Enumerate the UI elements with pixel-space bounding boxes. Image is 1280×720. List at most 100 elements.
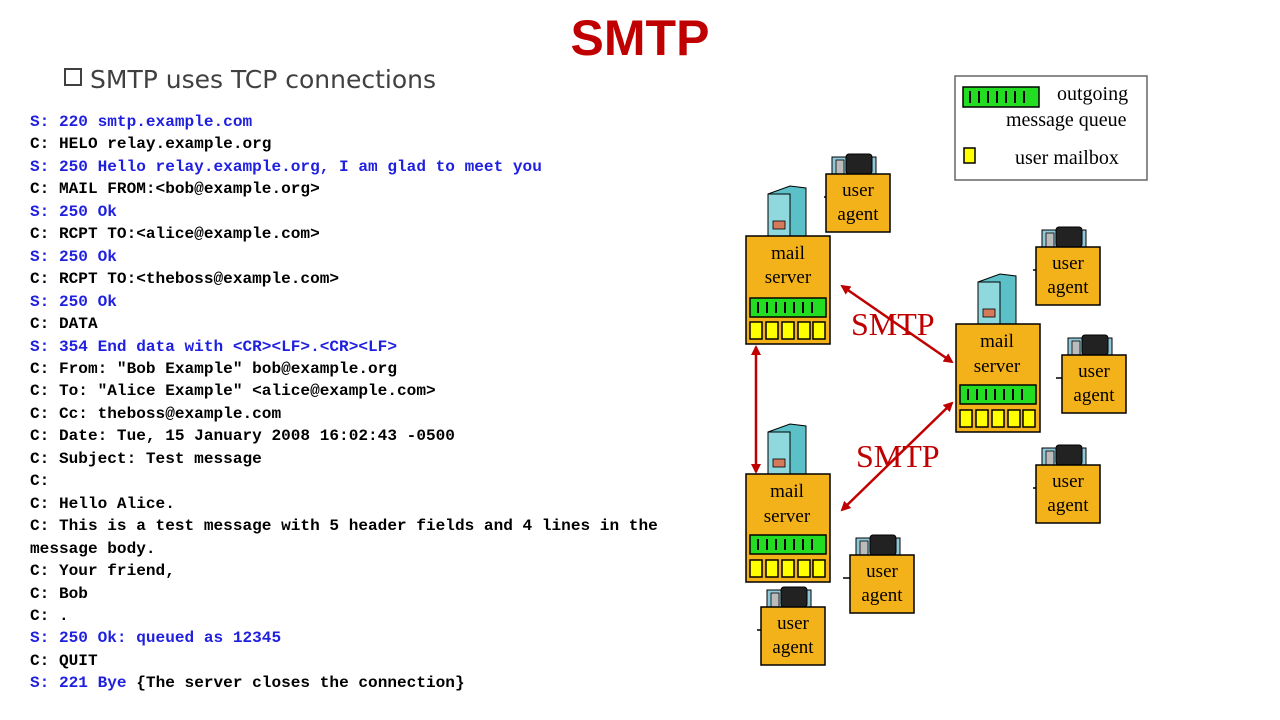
line-text: C: Date: Tue, 15 January 2008 16:02:43 -… [30, 427, 455, 446]
smtp-arrows [751, 196, 1062, 631]
user-agent-label: agent [1073, 385, 1115, 406]
mail-server-label-line1: mail [980, 331, 1014, 352]
legend-queue-icon [962, 86, 1040, 108]
line-text: S: 220 smtp.example.com [30, 113, 253, 131]
line-text: C: RCPT TO:<theboss@example.com> [30, 270, 340, 289]
server-computer-icon [767, 423, 807, 475]
user-agent-label: agent [837, 204, 879, 225]
user-agent-label: agent [1047, 277, 1089, 298]
line-text: C: DATA [30, 315, 98, 334]
user-agent-label: user [842, 180, 874, 201]
user-agent-label: user [1052, 253, 1084, 274]
line-text: C: RCPT TO:<alice@example.com> [30, 225, 320, 244]
computer-icon [1041, 226, 1087, 248]
user-mailboxes-icon [749, 321, 826, 340]
mail-server-top: mail server [745, 185, 831, 345]
client-line: C: HELO relay.example.org [30, 133, 720, 155]
client-line: C: Your friend, [30, 560, 720, 582]
line-text: S: 250 Ok [30, 202, 117, 221]
line-text: S: 221 Bye [30, 674, 127, 693]
line-text: C: MAIL FROM:<bob@example.org> [30, 180, 320, 199]
outgoing-queue-icon [959, 384, 1037, 405]
client-line: C: RCPT TO:<alice@example.com> [30, 223, 720, 245]
client-line: C: Hello Alice. [30, 493, 720, 515]
line-text: S: 354 End data with <CR><LF>.<CR><LF> [30, 337, 397, 356]
user-agent-label: user [1052, 471, 1084, 492]
computer-icon [831, 153, 877, 175]
legend-outgoing-line2: message queue [1006, 109, 1127, 131]
server-line: S: 250 Ok [30, 201, 720, 223]
line-text: C: . [30, 606, 69, 625]
user-agent-label: user [866, 561, 898, 582]
client-line: C: Date: Tue, 15 January 2008 16:02:43 -… [30, 425, 720, 447]
user-mailboxes-icon [959, 409, 1036, 428]
user-agent-label: user [1078, 361, 1110, 382]
arrow-server3-server2 [840, 401, 954, 512]
line-text: S: 250 Ok: queued as 12345 [30, 629, 282, 648]
user-agent-1: user agent [825, 153, 891, 233]
client-line: C: Subject: Test message [30, 448, 720, 470]
line-text: C: Bob [30, 584, 88, 603]
mail-server-label-line1: mail [771, 243, 805, 264]
server-computer-icon [977, 273, 1017, 325]
smtp-label-lower: SMTP [856, 438, 940, 474]
legend-mailbox-icon [963, 147, 976, 164]
line-text: C: This is a test message with 5 header … [30, 517, 658, 558]
smtp-transcript: S: 220 smtp.example.com C: HELO relay.exa… [30, 111, 720, 695]
page-title: SMTP [570, 10, 710, 66]
client-line: C: This is a test message with 5 header … [30, 515, 720, 560]
user-agent-label: agent [861, 585, 903, 606]
client-line: C: . [30, 605, 720, 627]
user-mailboxes-icon [749, 559, 826, 578]
mail-server-label-line2: server [974, 356, 1021, 377]
legend-box: outgoing message queue user mailbox [954, 75, 1148, 181]
mail-server-right: mail server [955, 273, 1041, 433]
server-line: S: 220 smtp.example.com [30, 111, 720, 133]
mail-server-label-line1: mail [770, 481, 804, 502]
user-agent-4: user agent [1035, 444, 1101, 524]
user-agent-6: user agent [760, 586, 826, 666]
line-text: C: HELO relay.example.org [30, 135, 272, 154]
user-agent-label: agent [772, 637, 814, 658]
server-line: S: 250 Hello relay.example.org, I am gla… [30, 156, 720, 178]
line-text: C: QUIT [30, 651, 98, 670]
bullet-point: SMTP uses TCP connections [64, 60, 436, 100]
line-text: C: Cc: theboss@example.com [30, 404, 282, 423]
outgoing-queue-icon [749, 534, 827, 555]
client-line: C: Bob [30, 583, 720, 605]
computer-icon [1067, 334, 1113, 356]
line-text: S: 250 Ok [30, 292, 117, 311]
line-text: C: [30, 472, 50, 491]
line-text: C: Your friend, [30, 562, 175, 581]
mail-server-label-line2: server [764, 506, 811, 527]
legend-mailbox-label: user mailbox [1015, 147, 1119, 169]
line-text: C: From: "Bob Example" bob@example.org [30, 359, 397, 378]
client-line: C: RCPT TO:<theboss@example.com> [30, 268, 720, 290]
client-line: C: QUIT [30, 650, 720, 672]
line-text: S: 250 Ok [30, 247, 117, 266]
user-agent-5: user agent [849, 534, 915, 614]
client-line: C: [30, 470, 720, 492]
server-line: S: 250 Ok [30, 246, 720, 268]
user-agent-label: user [777, 613, 809, 634]
user-agent-2: user agent [1035, 226, 1101, 306]
line-text: S: 250 Hello relay.example.org, I am gla… [30, 157, 542, 176]
server-line: S: 221 Bye {The server closes the connec… [30, 672, 720, 694]
server-line: S: 250 Ok [30, 291, 720, 313]
computer-icon [855, 534, 901, 556]
line-text: C: Subject: Test message [30, 449, 262, 468]
client-line: C: MAIL FROM:<bob@example.org> [30, 178, 720, 200]
checkbox-bullet-icon [64, 68, 82, 86]
server-computer-icon [767, 185, 807, 237]
line-text: C: Hello Alice. [30, 494, 175, 513]
smtp-label-upper: SMTP [851, 306, 935, 342]
arrow-server1-server2 [840, 284, 954, 364]
client-line: C: To: "Alice Example" <alice@example.co… [30, 380, 720, 402]
outgoing-queue-icon [749, 297, 827, 318]
user-agent-3: user agent [1061, 334, 1127, 414]
user-agent-label: agent [1047, 495, 1089, 516]
client-line: C: DATA [30, 313, 720, 335]
line-text: C: To: "Alice Example" <alice@example.co… [30, 382, 436, 401]
bullet-text: SMTP uses TCP connections [90, 65, 437, 94]
